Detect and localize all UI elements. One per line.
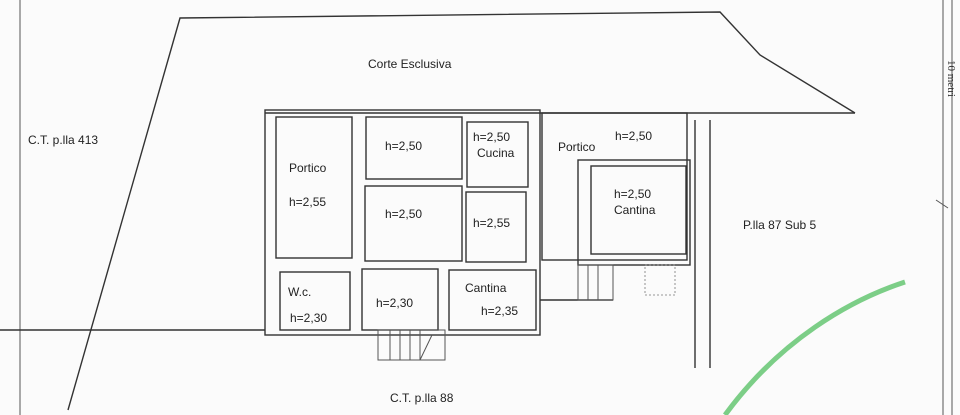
room-portico (275, 116, 353, 259)
label-pll87: P.lla 87 Sub 5 (743, 218, 816, 232)
building-outline (264, 109, 541, 336)
room-name: Cantina (614, 203, 656, 217)
room-name: Portico (558, 140, 596, 154)
room-height: h=2,55 (289, 195, 326, 209)
room-2 (364, 185, 463, 262)
room-name: Cucina (477, 146, 515, 160)
label-ct413: C.T. p.lla 413 (28, 133, 98, 147)
cantina-right-outer (577, 159, 691, 266)
site-boundary (67, 11, 856, 411)
room-1 (365, 116, 463, 180)
room-name: W.c. (288, 285, 311, 299)
room-3 (465, 191, 527, 263)
room-name: Portico (289, 161, 327, 175)
room-height: h=2,50 (385, 139, 422, 153)
room-height: h=2,30 (376, 296, 413, 310)
scale-label: 10 metri (945, 60, 957, 97)
room-height: h=2,50 (615, 129, 652, 143)
scale-tick (935, 199, 949, 209)
room-portico-right (541, 112, 688, 261)
room-cantina-right (590, 165, 687, 255)
room-height: h=2,30 (290, 311, 327, 325)
marker-stroke (722, 279, 906, 415)
room-wc (279, 271, 351, 331)
stairs (377, 264, 676, 361)
room-height: h=2,50 (385, 207, 422, 221)
label-corte: Corte Esclusiva (368, 57, 452, 71)
room-cantina (448, 269, 537, 331)
room-cucina (466, 121, 529, 188)
room-height: h=2,35 (481, 304, 518, 318)
room-name: Cantina (465, 281, 507, 295)
room-height: h=2,50 (473, 130, 510, 144)
room-height: h=2,50 (614, 187, 651, 201)
room-height: h=2,55 (473, 216, 510, 230)
rooms (275, 112, 711, 368)
label-ct88: C.T. p.lla 88 (390, 391, 454, 405)
